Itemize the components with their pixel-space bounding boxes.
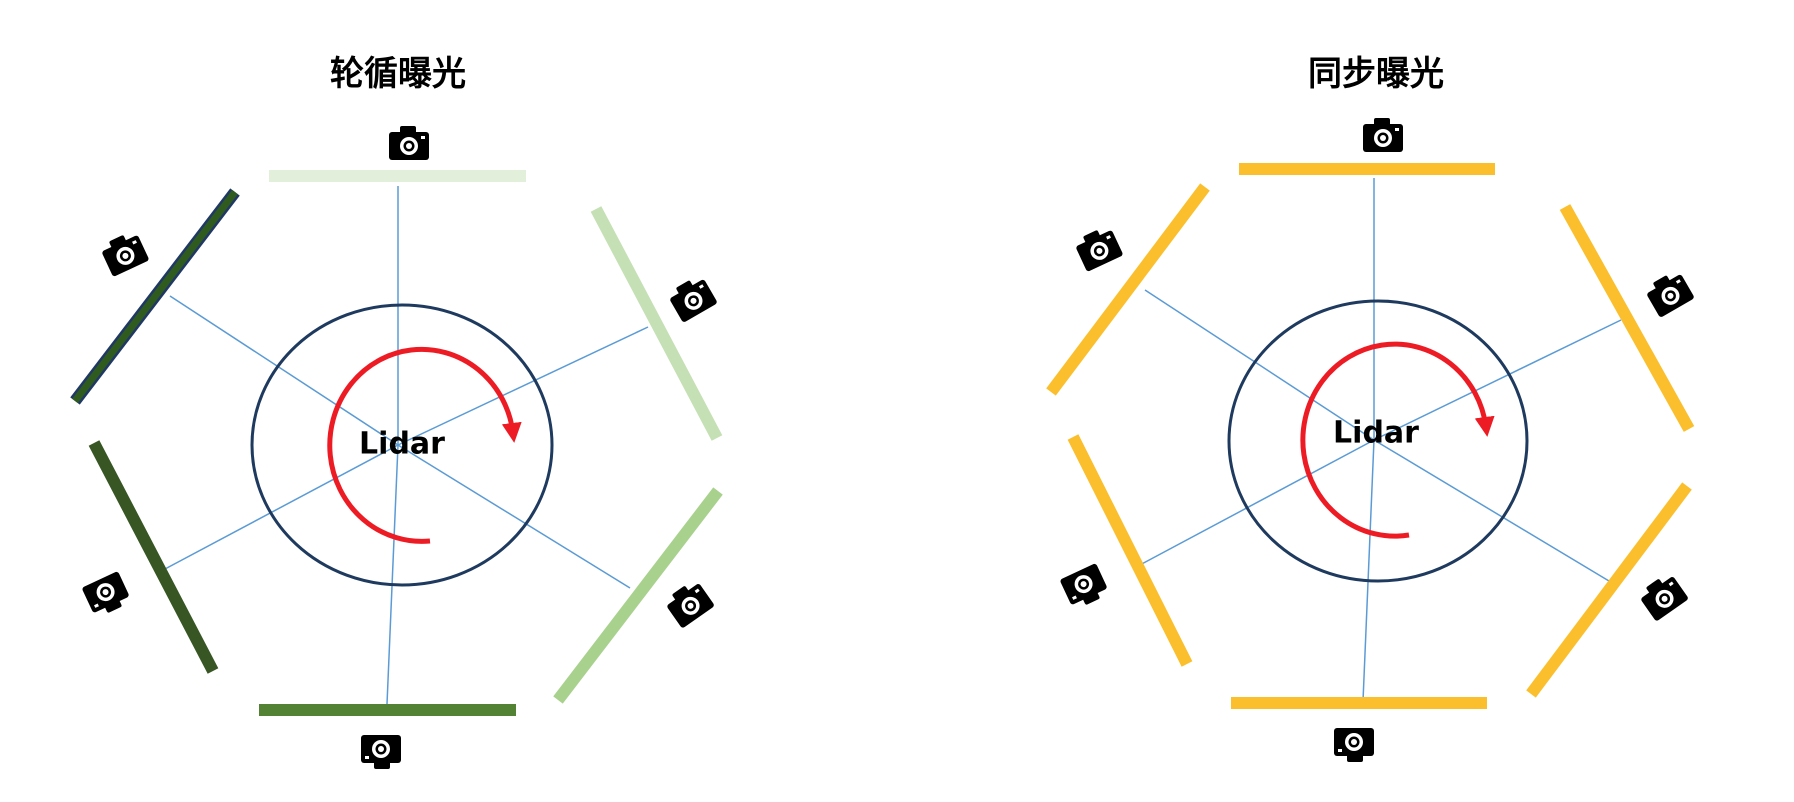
- camera-bar-bottom-left: [1067, 434, 1193, 667]
- ray-bottom-left: [1137, 439, 1375, 567]
- camera-icon: [81, 570, 133, 619]
- camera-icon: [1636, 570, 1689, 622]
- camera-bar-top-left: [72, 189, 238, 404]
- camera-icon: [361, 735, 401, 769]
- camera-bar-top-right: [590, 206, 723, 441]
- camera-bars: [1046, 163, 1695, 709]
- camera-bar-top-left: [1046, 183, 1210, 396]
- camera-bar-bottom-left: [88, 440, 219, 674]
- ray-top-right: [397, 326, 649, 446]
- sensor-rays: [1137, 178, 1622, 702]
- camera-icon: [389, 126, 429, 160]
- sensor-rays: [164, 186, 649, 705]
- rotation-arrow-icon: [327, 346, 522, 544]
- panel-title: 同步曝光: [1308, 54, 1444, 94]
- ray-bottom-left: [164, 444, 399, 570]
- lidar-ring: [250, 303, 554, 587]
- panel-synchronous: 同步曝光 Lidar: [1046, 54, 1695, 762]
- camera-icon: [1363, 118, 1403, 152]
- camera-icon: [1072, 224, 1124, 273]
- panel-title: 轮循曝光: [330, 54, 466, 94]
- camera-icon: [662, 577, 715, 629]
- panel-round-robin: 轮循曝光 Lidar: [70, 54, 723, 769]
- lidar-label: Lidar: [359, 427, 445, 462]
- rotation-arrow-icon: [1300, 341, 1495, 539]
- camera-icon: [1334, 728, 1374, 762]
- camera-bar-bottom-right: [553, 487, 723, 704]
- camera-bar-top-right: [1559, 204, 1695, 432]
- ray-top-left: [169, 295, 399, 446]
- ray-bottom: [1362, 439, 1375, 702]
- camera-bar-bottom-right: [1526, 482, 1692, 698]
- ray-bottom-right: [1373, 439, 1610, 582]
- camera-bars: [70, 170, 723, 716]
- lidar-label: Lidar: [1333, 416, 1419, 451]
- lidar-ring: [1227, 299, 1529, 583]
- ray-bottom: [386, 444, 399, 705]
- ray-top-right: [1373, 319, 1622, 441]
- camera-icon: [1059, 562, 1111, 611]
- camera-icon: [1643, 268, 1695, 318]
- camera-icon: [666, 273, 718, 323]
- ray-bottom-right: [397, 444, 631, 589]
- ray-top-left: [1144, 289, 1375, 441]
- camera-icon: [98, 229, 150, 278]
